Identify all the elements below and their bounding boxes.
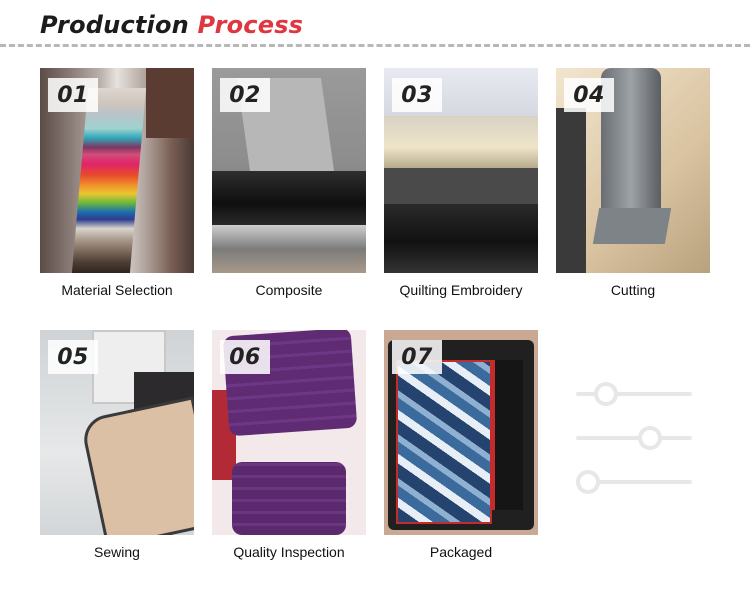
step-caption: Composite — [255, 282, 323, 298]
steel-roller — [212, 225, 366, 273]
step-card-03: 03 Quilting Embroidery — [384, 68, 538, 298]
slider-track — [576, 436, 692, 440]
camo-cushion — [396, 360, 492, 524]
step-caption: Quality Inspection — [233, 544, 345, 560]
cutting-machine-base — [592, 208, 672, 244]
step-caption: Material Selection — [61, 282, 173, 298]
step-card-04: 04 Cutting — [556, 68, 710, 298]
cutting-photo: 04 — [556, 68, 710, 273]
machine-shadow — [556, 108, 586, 273]
slider-track — [576, 392, 692, 396]
step-card-01: 01 Material Selection — [40, 68, 194, 298]
step-card-02: 02 Composite — [212, 68, 366, 298]
quality-inspection-photo: 06 — [212, 330, 366, 535]
quilted-fabric-roll — [384, 204, 538, 273]
fabric-drape — [146, 68, 194, 138]
black-roller — [212, 171, 366, 225]
slider-knob — [594, 382, 618, 406]
packaged-photo: 07 — [384, 330, 538, 535]
quilting-embroidery-photo: 03 — [384, 68, 538, 273]
step-number-badge: 03 — [392, 78, 442, 112]
page-title: Production Process — [40, 11, 303, 39]
fabric-swatches — [71, 88, 147, 273]
step-number-badge: 05 — [48, 340, 98, 374]
title-word-production: Production — [40, 11, 189, 39]
step-number-badge: 04 — [564, 78, 614, 112]
seat-pad — [83, 399, 194, 535]
step-number-badge: 02 — [220, 78, 270, 112]
quilting-machine — [384, 116, 538, 168]
composite-photo: 02 — [212, 68, 366, 273]
machine-belt — [384, 168, 538, 204]
title-divider — [0, 44, 750, 47]
step-number-badge: 01 — [48, 78, 98, 112]
step-caption: Sewing — [94, 544, 140, 560]
slider-adjust-icon — [574, 376, 694, 496]
slider-knob — [576, 470, 600, 494]
slider-knob — [638, 426, 662, 450]
step-caption: Packaged — [429, 544, 493, 560]
step-caption: Quilting Embroidery — [399, 282, 523, 298]
purple-cushion — [232, 462, 346, 535]
step-caption: Cutting — [610, 282, 656, 298]
step-number-badge: 06 — [220, 340, 270, 374]
step-number-badge: 07 — [392, 340, 442, 374]
title-word-process: Process — [197, 11, 304, 39]
step-card-07: 07 Packaged — [384, 330, 538, 560]
step-card-05: 05 Sewing — [40, 330, 194, 560]
step-card-06: 06 Quality Inspection — [212, 330, 366, 560]
material-selection-photo: 01 — [40, 68, 194, 273]
slider-track — [576, 480, 692, 484]
bag-side-strip — [492, 360, 523, 510]
sewing-photo: 05 — [40, 330, 194, 535]
